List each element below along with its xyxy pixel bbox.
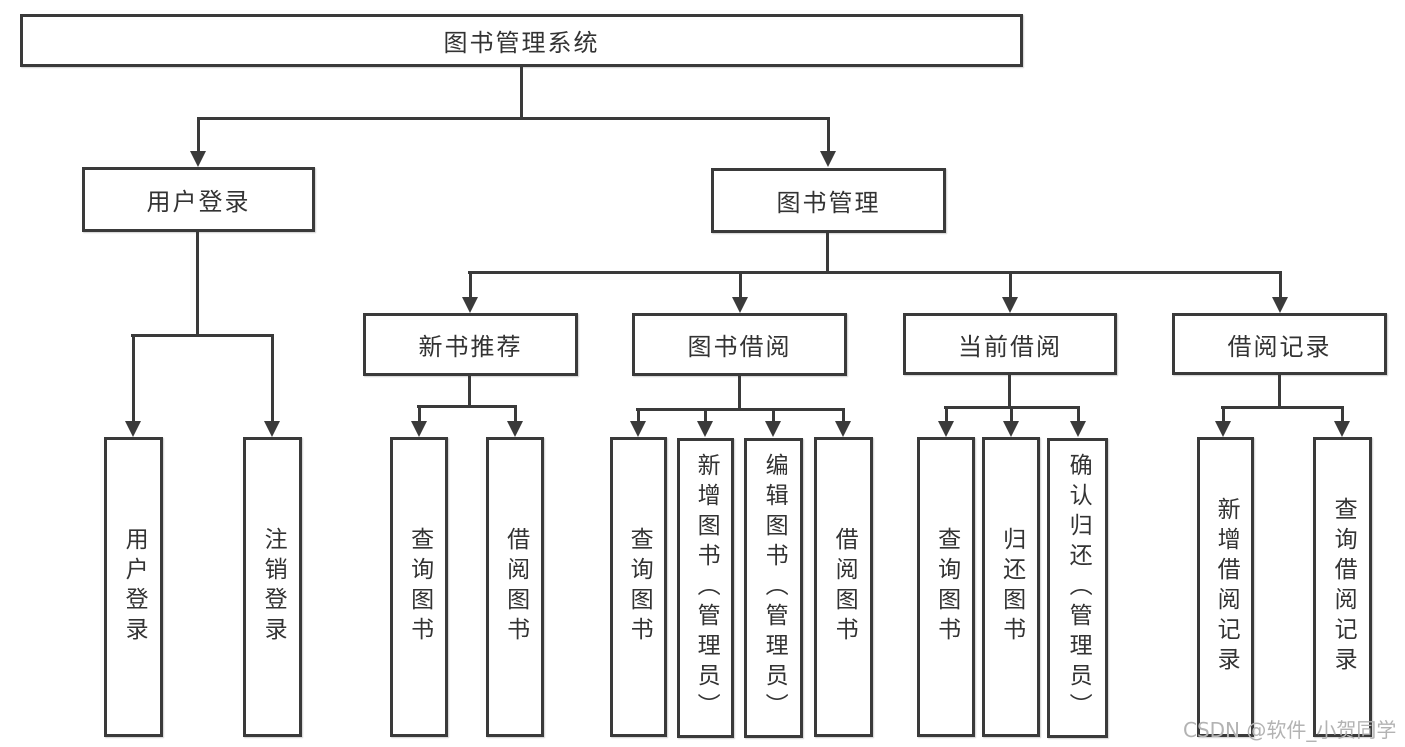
connector-root-distributor xyxy=(197,117,830,120)
connector-new-book-recommend-distributor xyxy=(417,405,517,408)
connector-new-book-recommend-stem xyxy=(468,376,471,408)
arrow-to-confirm-return-admin xyxy=(1070,406,1086,437)
arrow-to-return-books xyxy=(1003,406,1019,437)
arrow-to-borrow-record xyxy=(1272,271,1288,313)
leaf-return-books: 归还图书 xyxy=(982,437,1040,737)
connector-book-management-distributor xyxy=(468,271,1282,274)
connector-root-stem xyxy=(520,67,523,120)
leaf-query-books-recommend-label: 查询图书 xyxy=(406,527,433,647)
node-user-login: 用户登录 xyxy=(82,167,315,232)
arrow-to-query-books-borrow xyxy=(630,408,646,437)
leaf-user-login: 用户登录 xyxy=(104,437,163,737)
leaf-return-books-label: 归还图书 xyxy=(998,527,1025,647)
leaf-borrow-books-recommend-label: 借阅图书 xyxy=(502,527,529,647)
leaf-borrow-books-label: 借阅图书 xyxy=(831,527,858,647)
arrow-to-query-books-recommend xyxy=(411,405,427,437)
leaf-logout-label: 注销登录 xyxy=(260,527,287,647)
node-user-login-label: 用户登录 xyxy=(146,188,251,216)
leaf-logout: 注销登录 xyxy=(243,437,302,737)
leaf-add-books-admin: 新增图书（管理员） xyxy=(677,438,734,738)
arrow-to-book-management xyxy=(820,117,836,167)
arrow-to-new-book-recommend xyxy=(462,271,478,313)
leaf-query-books-borrow-label: 查询图书 xyxy=(626,527,653,647)
node-current-borrow-label: 当前借阅 xyxy=(958,332,1062,361)
leaf-edit-books-admin-label: 编辑图书（管理员） xyxy=(761,453,788,723)
arrow-to-user-login xyxy=(190,117,206,167)
csdn-watermark: CSDN @软件_小贺同学 xyxy=(1183,718,1397,742)
leaf-borrow-books: 借阅图书 xyxy=(814,437,873,737)
leaf-user-login-label: 用户登录 xyxy=(121,527,148,647)
leaf-add-borrow-record: 新增借阅记录 xyxy=(1197,437,1254,737)
leaf-borrow-books-recommend: 借阅图书 xyxy=(486,437,544,737)
node-new-book-recommend-label: 新书推荐 xyxy=(418,333,523,361)
arrow-to-query-borrow-record xyxy=(1334,406,1350,437)
connector-book-borrow-distributor xyxy=(636,408,845,411)
leaf-query-borrow-record: 查询借阅记录 xyxy=(1313,437,1372,737)
node-borrow-record-label: 借阅记录 xyxy=(1227,332,1332,361)
arrow-to-user-login-leaf xyxy=(125,334,141,437)
leaf-edit-books-admin: 编辑图书（管理员） xyxy=(744,438,803,738)
leaf-add-books-admin-label: 新增图书（管理员） xyxy=(693,453,720,723)
leaf-confirm-return-admin: 确认归还（管理员） xyxy=(1047,438,1108,738)
node-book-management: 图书管理 xyxy=(711,168,946,233)
arrow-to-borrow-books-recommend xyxy=(507,405,523,437)
arrow-to-borrow-books xyxy=(835,408,851,437)
connector-current-borrow-stem xyxy=(1008,375,1011,409)
node-borrow-record: 借阅记录 xyxy=(1172,313,1387,375)
arrow-to-add-books-admin xyxy=(697,408,713,437)
arrow-to-current-borrow xyxy=(1002,271,1018,313)
node-root: 图书管理系统 xyxy=(20,14,1023,67)
node-book-borrow: 图书借阅 xyxy=(632,313,847,376)
node-new-book-recommend: 新书推荐 xyxy=(363,313,578,376)
node-current-borrow: 当前借阅 xyxy=(903,313,1117,375)
node-root-label: 图书管理系统 xyxy=(443,29,600,57)
leaf-query-books-borrow: 查询图书 xyxy=(610,437,667,737)
connector-book-management-stem xyxy=(826,233,829,274)
leaf-query-borrow-record-label: 查询借阅记录 xyxy=(1330,497,1357,677)
connector-user-login-distributor xyxy=(131,334,274,337)
connector-borrow-record-stem xyxy=(1278,375,1281,409)
connector-book-borrow-stem xyxy=(738,376,741,411)
arrow-to-logout-leaf xyxy=(264,334,280,437)
arrow-to-query-books-current xyxy=(938,406,954,437)
arrow-to-book-borrow xyxy=(732,271,748,313)
connector-borrow-record-distributor xyxy=(1221,406,1344,409)
node-book-borrow-label: 图书借阅 xyxy=(687,333,792,361)
leaf-add-borrow-record-label: 新增借阅记录 xyxy=(1213,497,1240,677)
arrow-to-add-borrow-record xyxy=(1215,406,1231,437)
leaf-query-books-current-label: 查询图书 xyxy=(933,527,960,647)
leaf-query-books-current: 查询图书 xyxy=(917,437,975,737)
leaf-query-books-recommend: 查询图书 xyxy=(390,437,448,737)
connector-user-login-stem xyxy=(196,232,199,337)
node-book-management-label: 图书管理 xyxy=(776,189,881,217)
arrow-to-edit-books-admin xyxy=(765,408,781,437)
leaf-confirm-return-admin-label: 确认归还（管理员） xyxy=(1065,453,1092,723)
